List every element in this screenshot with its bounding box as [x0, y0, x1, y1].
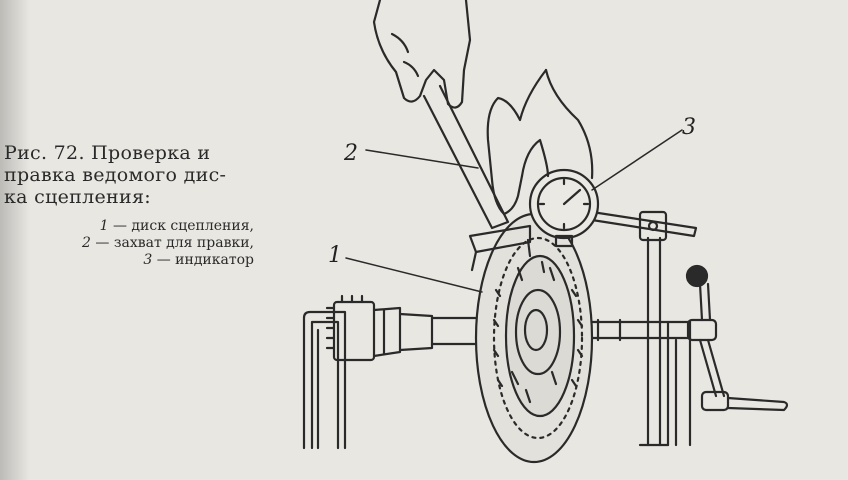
leader-line-2	[365, 149, 479, 169]
label-2: 2	[343, 141, 358, 166]
right-pillar	[638, 236, 692, 447]
leader-line-3	[591, 129, 683, 191]
legend-item-2: 2 — захват для правки,	[82, 235, 254, 251]
caption-legend: 1 — диск сцепления, 2 — захват для правк…	[4, 218, 254, 269]
indicator-arm	[590, 210, 698, 242]
hand-lower	[486, 68, 594, 216]
left-stand	[302, 310, 347, 450]
dial-indicator	[528, 168, 600, 248]
clutch-disc	[474, 212, 594, 464]
leader-line-1	[345, 257, 483, 293]
page-shadow	[0, 0, 30, 480]
splined-shaft	[325, 294, 480, 362]
caption-title: Рис. 72. Проверка и правка ведомого дис-…	[4, 142, 264, 208]
hand-upper	[372, 0, 472, 109]
legend-item-1: 1 — диск сцепления,	[99, 218, 254, 234]
figure-caption: Рис. 72. Проверка и правка ведомого дис-…	[4, 142, 264, 269]
crank-handle	[686, 282, 789, 412]
caption-title-line-1: Рис. 72. Проверка и	[4, 142, 211, 164]
label-3: 3	[682, 115, 696, 140]
caption-title-line-2: правка ведомого дис-	[4, 164, 227, 186]
crank-knob	[685, 264, 709, 288]
legend-item-3: 3 — индикатор	[143, 252, 254, 268]
straightening-grip	[422, 84, 532, 272]
label-1: 1	[328, 243, 342, 268]
caption-title-line-3: ка сцепления:	[4, 186, 151, 208]
